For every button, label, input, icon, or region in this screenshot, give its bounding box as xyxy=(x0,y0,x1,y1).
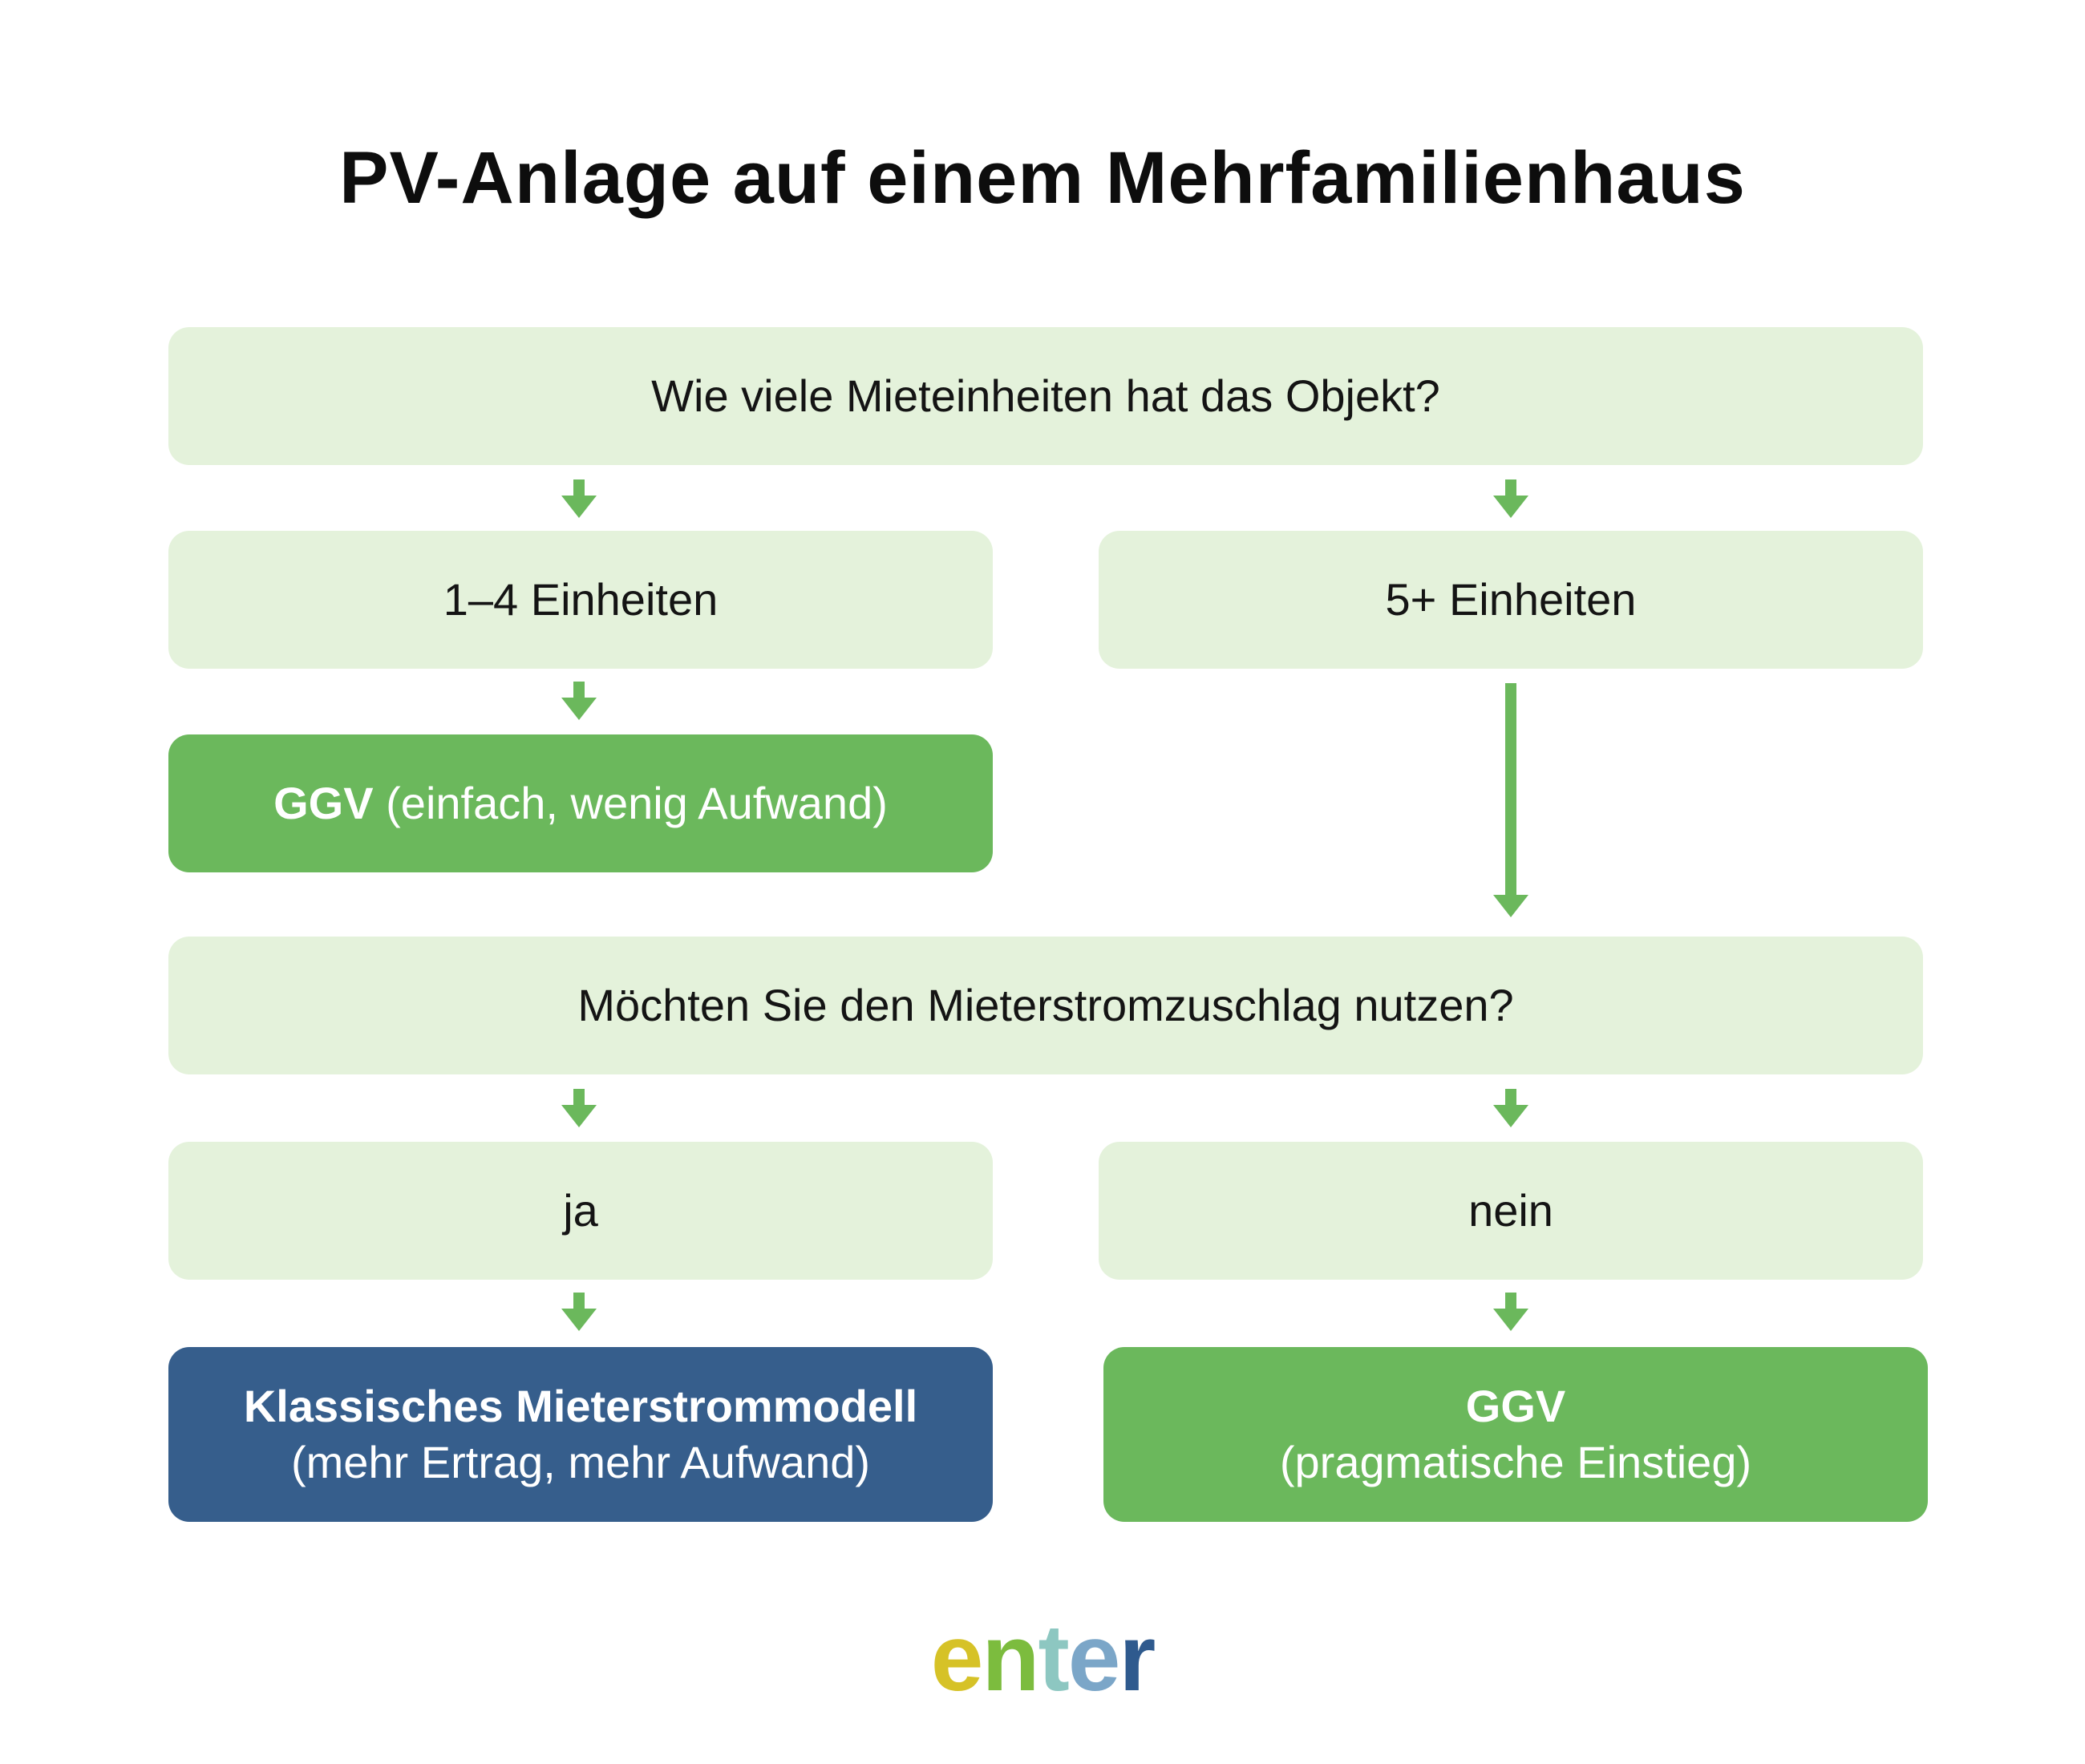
units-small-text: 1–4 Einheiten xyxy=(443,574,719,625)
units-large-box: 5+ Einheiten xyxy=(1099,531,1923,669)
question-units-box: Wie viele Mieteinheiten hat das Objekt? xyxy=(168,327,1923,465)
arrow-down-icon-q1-right xyxy=(1493,479,1528,518)
page-title: PV-Anlage auf einem Mehrfamilienhaus xyxy=(339,137,1746,219)
question-units-text: Wie viele Mieteinheiten hat das Objekt? xyxy=(651,370,1440,421)
question-surcharge-text: Möchten Sie den Mieterstromzuschlag nutz… xyxy=(577,980,1514,1030)
logo-letter: n xyxy=(982,1605,1039,1711)
logo-letter: r xyxy=(1119,1605,1156,1711)
result-ggv-simple-bold: GGV xyxy=(273,778,374,828)
result-ggv-simple-rest: (einfach, wenig Aufwand) xyxy=(373,778,888,828)
result-classic-rest: (mehr Ertrag, mehr Aufwand) xyxy=(290,1437,871,1487)
logo-letter: e xyxy=(1067,1605,1121,1711)
result-ggv-simple-box: GGV (einfach, wenig Aufwand) xyxy=(168,734,993,872)
logo-letter: e xyxy=(930,1605,984,1711)
arrow-down-icon-q1-left xyxy=(561,479,597,518)
answer-yes-text: ja xyxy=(563,1185,598,1236)
arrow-down-icon-large-to-q2 xyxy=(1493,683,1528,917)
units-small-box: 1–4 Einheiten xyxy=(168,531,993,669)
units-large-text: 5+ Einheiten xyxy=(1385,574,1637,625)
enter-logo: enter xyxy=(0,1604,2085,1713)
arrow-down-icon-small-to-ggv xyxy=(561,682,597,720)
result-ggv-pragmatic-bold: GGV xyxy=(1465,1381,1566,1431)
answer-no-text: nein xyxy=(1468,1185,1553,1236)
result-ggv-pragmatic-rest: (pragmatische Einstieg) xyxy=(1279,1437,1752,1487)
result-classic-box: Klassisches Mieterstrommodell (mehr Ertr… xyxy=(168,1347,993,1522)
arrow-down-icon-yes-to-classic xyxy=(561,1293,597,1331)
arrow-down-icon-no-to-ggv xyxy=(1493,1293,1528,1331)
result-ggv-simple-text: GGV (einfach, wenig Aufwand) xyxy=(273,775,888,831)
result-classic-bold: Klassisches Mieterstrommodell xyxy=(243,1381,918,1431)
question-surcharge-box: Möchten Sie den Mieterstromzuschlag nutz… xyxy=(168,937,1923,1074)
logo-letter: t xyxy=(1038,1605,1069,1711)
answer-no-box: nein xyxy=(1099,1142,1923,1280)
result-ggv-pragmatic-box: GGV (pragmatische Einstieg) xyxy=(1103,1347,1928,1522)
answer-yes-box: ja xyxy=(168,1142,993,1280)
arrow-down-icon-q2-left xyxy=(561,1089,597,1127)
arrow-down-icon-q2-right xyxy=(1493,1089,1528,1127)
